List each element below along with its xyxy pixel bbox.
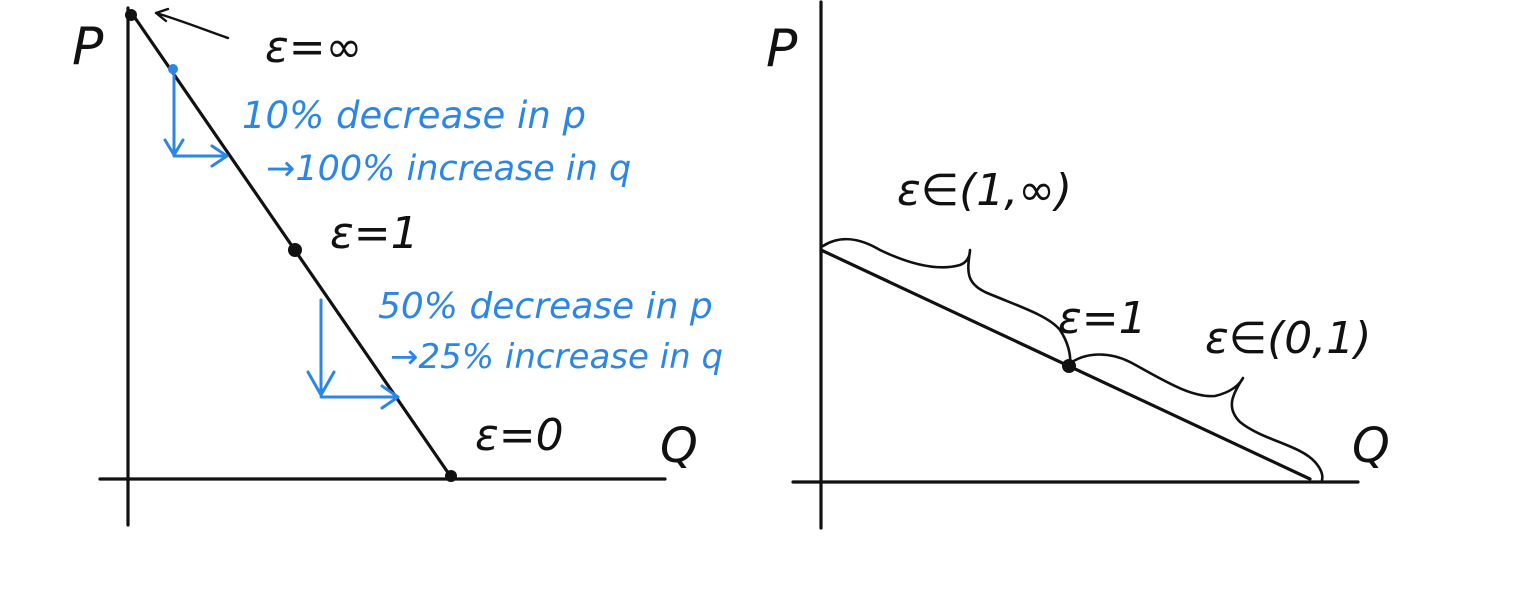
right-eps-lower-range-label: ε∈(0,1) [1205, 313, 1371, 364]
right-x-axis-label: Q [1352, 418, 1390, 474]
left-lower-arrows [306, 298, 400, 410]
left-panel: P Q ε=∞ ε=1 ε=0 10% decrease in p →100% … [72, 6, 723, 527]
left-y-axis-label: P [72, 17, 104, 77]
left-note-lower-line1: 50% decrease in p [378, 286, 713, 327]
left-note-upper-line1: 10% decrease in p [242, 94, 586, 137]
left-note-lower-line2: →25% increase in q [390, 337, 723, 377]
right-eps-upper-range-label: ε∈(1,∞) [897, 165, 1072, 216]
left-point-mid [288, 243, 302, 257]
left-pointer-arrow [154, 7, 230, 40]
right-eps-mid-label: ε=1 [1058, 293, 1147, 344]
left-x-axis-label: Q [660, 418, 698, 474]
right-upper-brace [821, 237, 1072, 366]
right-panel: P Q ε∈(1,∞) ε=1 ε∈(0,1) [766, 0, 1390, 530]
left-point-top [125, 9, 137, 21]
left-eps-top-label: ε=∞ [265, 22, 362, 73]
right-lower-brace [1070, 353, 1324, 482]
left-point-bottom [445, 470, 457, 482]
left-upper-arrows [163, 72, 229, 168]
left-note-upper-line2: →100% increase in q [266, 149, 631, 189]
left-eps-mid-label: ε=1 [330, 208, 419, 259]
right-y-axis-label: P [766, 19, 798, 79]
left-eps-bottom-label: ε=0 [475, 410, 564, 461]
left-point-blue [168, 64, 178, 74]
